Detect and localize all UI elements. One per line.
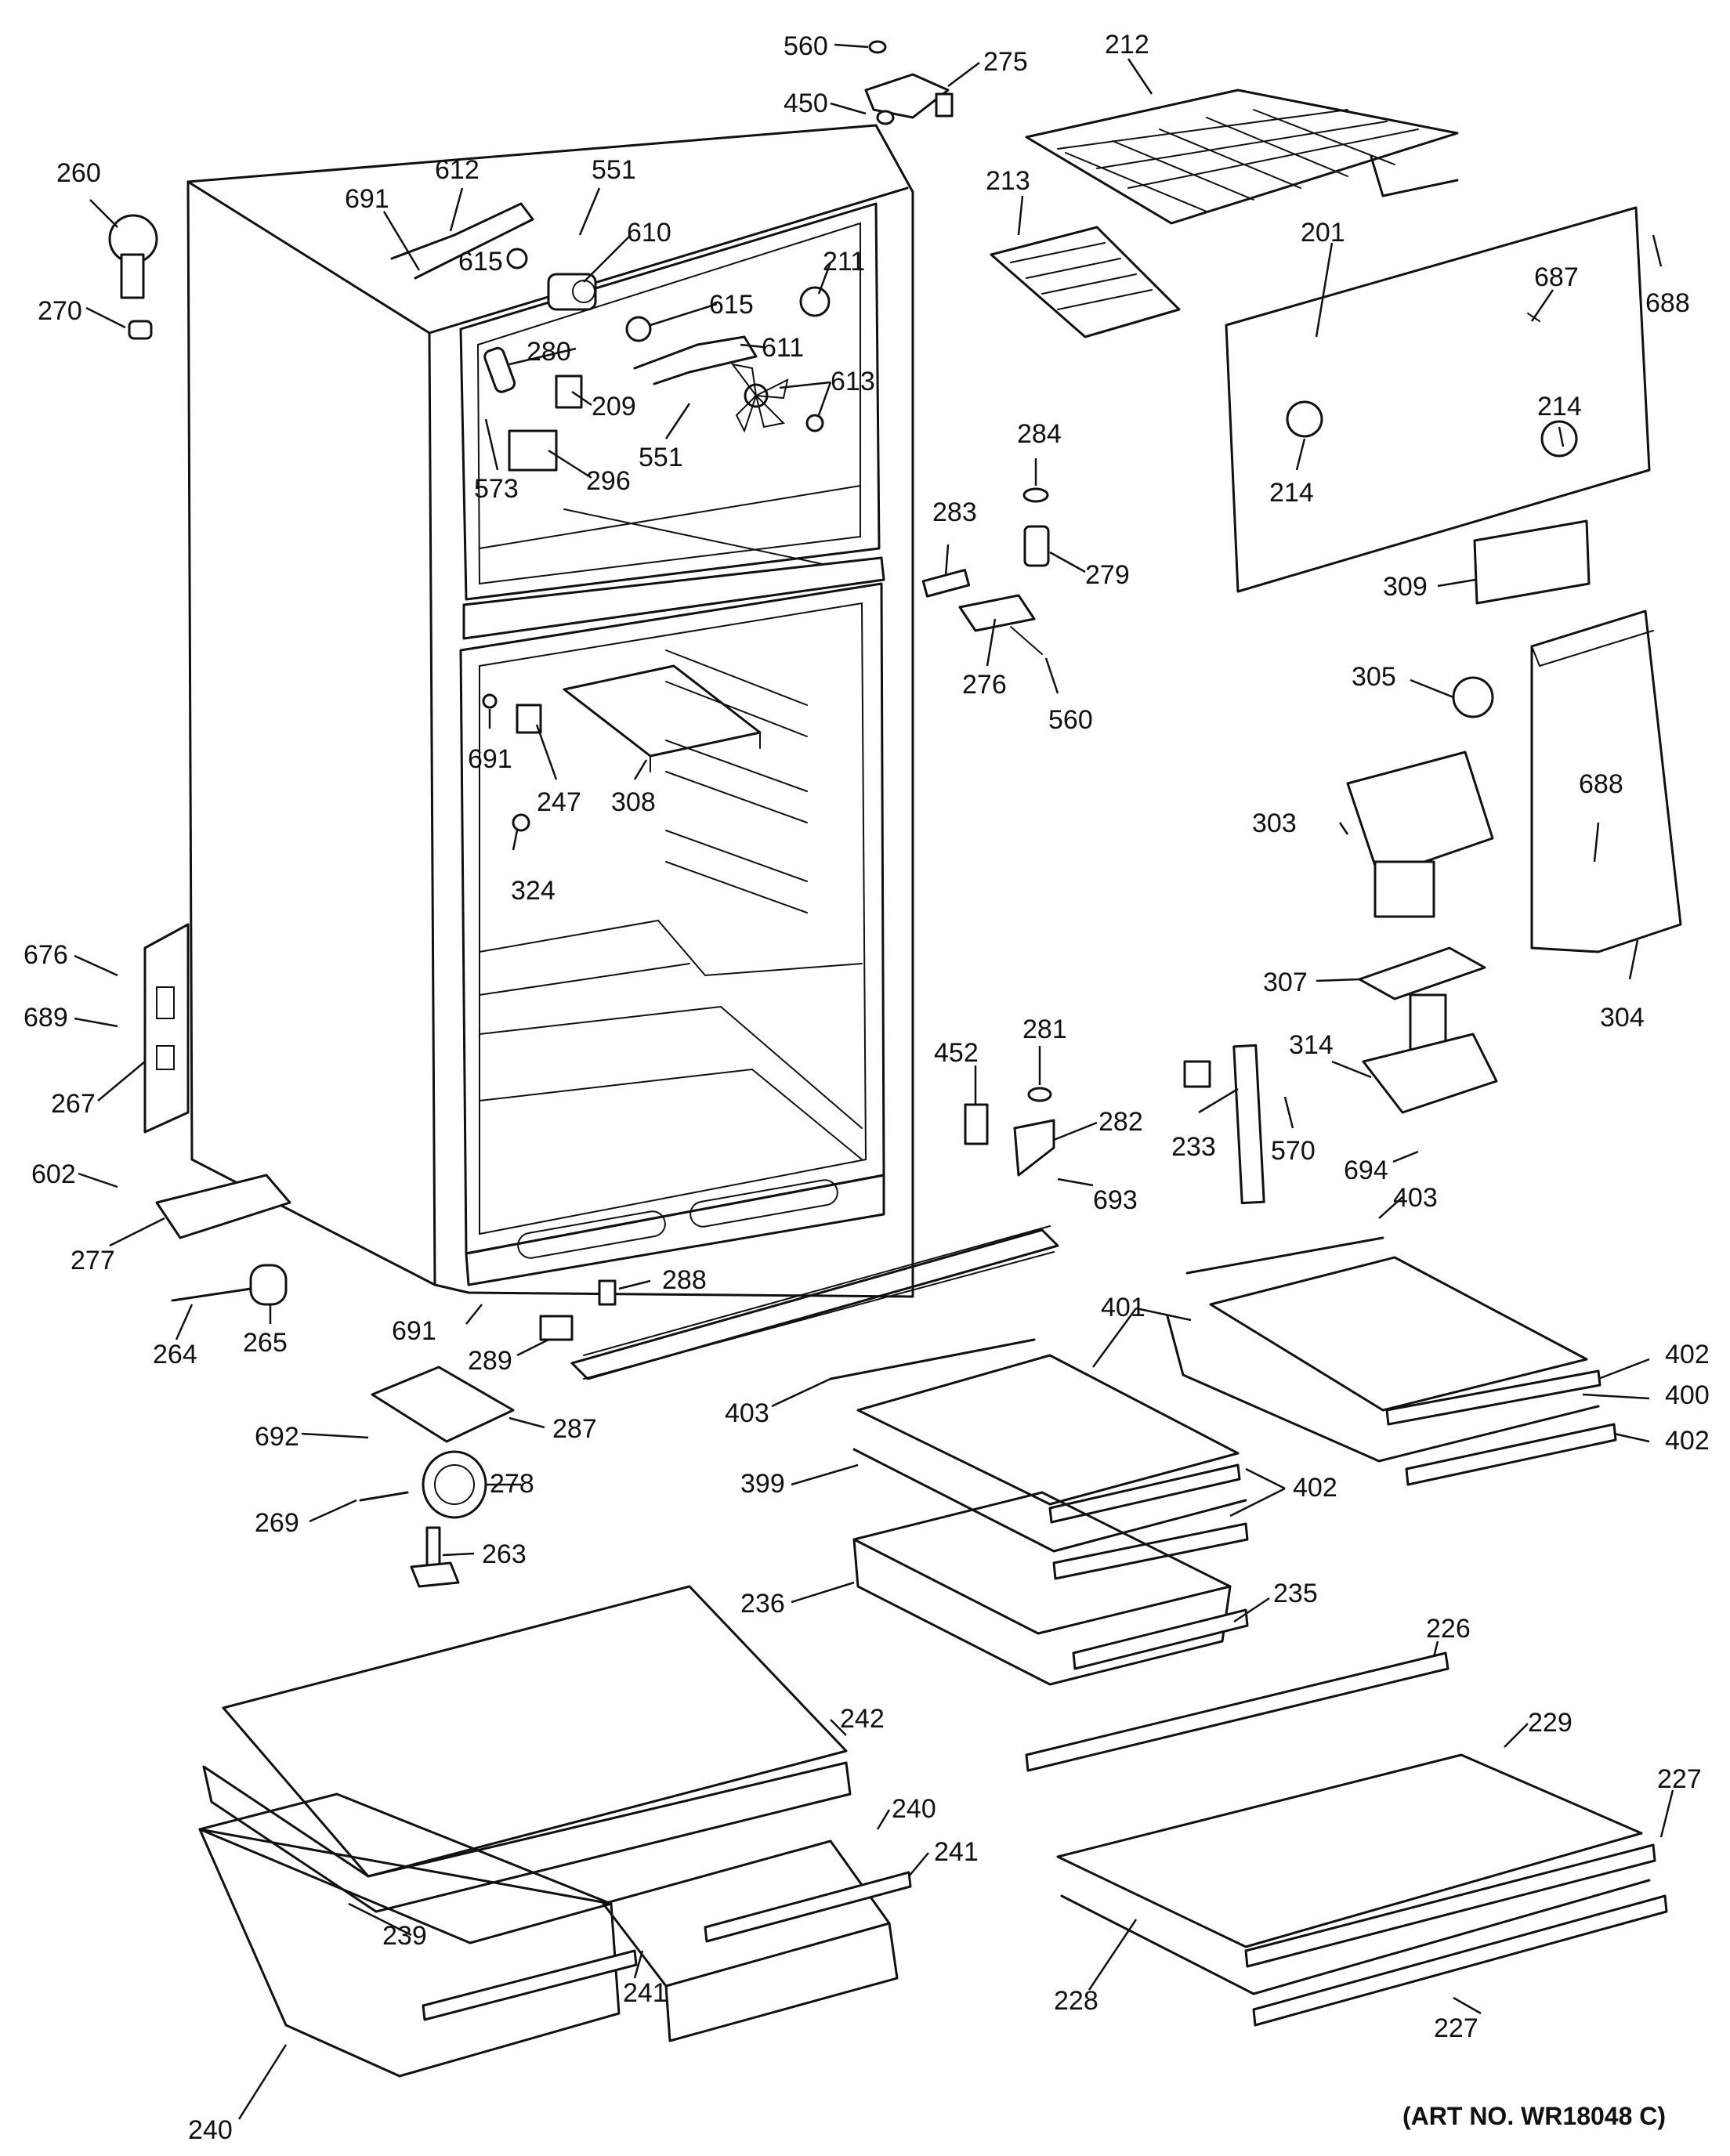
part-label: 307 [1263,968,1308,997]
part-label: 551 [639,443,683,472]
part-label: 309 [1383,572,1428,602]
part-label: 693 [1093,1185,1138,1215]
part-label: 241 [934,1837,979,1867]
part-label: 276 [962,670,1007,700]
part-label: 615 [709,290,754,320]
part-label: 239 [382,1921,427,1951]
part-label: 402 [1665,1340,1710,1369]
part-label: 687 [1534,262,1579,292]
part-label: 691 [345,184,389,214]
part-label: 573 [474,474,519,504]
cabinet-drawing [186,124,914,1298]
part-label: 689 [24,1003,68,1033]
part-label: 403 [1393,1183,1438,1213]
part-label: 265 [243,1328,288,1358]
part-label: 560 [784,31,828,61]
evaporator-cover-201 [1225,206,1651,593]
part-label: 324 [511,876,556,906]
part-label: 283 [932,497,977,527]
part-label: 264 [153,1340,197,1369]
part-label: 209 [592,392,636,421]
part-label: 402 [1293,1473,1337,1503]
part-label: 279 [1085,560,1130,590]
part-label: 236 [740,1589,785,1619]
part-label: 402 [1665,1426,1710,1456]
shelves-and-drawers [198,1225,1668,2078]
part-label: 247 [537,787,581,817]
art-number: (ART NO. WR18048 C) [1402,2102,1666,2130]
part-label: 269 [255,1508,299,1538]
part-label: 240 [188,2115,233,2145]
part-label: 611 [762,333,804,363]
part-label: 308 [611,787,656,817]
part-label: 615 [458,247,503,277]
part-label: 694 [1344,1156,1388,1185]
part-label: 282 [1098,1107,1143,1137]
part-label: 400 [1665,1380,1710,1410]
part-label: 399 [740,1469,785,1499]
part-label: 229 [1528,1708,1573,1738]
part-label: 314 [1289,1030,1334,1060]
part-label: 277 [71,1246,115,1275]
part-label: 214 [1269,478,1314,508]
small-hardware [108,202,1682,1588]
part-label: 305 [1352,662,1396,692]
part-label: 212 [1105,30,1149,60]
part-label: 241 [623,1978,668,2008]
part-label: 452 [934,1038,979,1068]
part-label: 692 [255,1422,299,1452]
part-label: 287 [552,1414,597,1444]
part-label: 227 [1434,2013,1478,2043]
part-label: 676 [24,940,68,970]
part-label: 226 [1426,1614,1471,1644]
part-label: 613 [831,367,875,396]
part-label: 688 [1645,288,1690,318]
part-label: 275 [983,47,1028,77]
part-label: 450 [784,89,828,118]
part-label: 263 [482,1539,527,1569]
part-label: 280 [527,337,571,367]
part-label: 688 [1579,769,1623,799]
leader-lines [74,43,1674,2120]
part-label: 304 [1600,1003,1645,1033]
part-label: 612 [435,155,480,185]
part-label: 240 [892,1794,936,1824]
part-label: 233 [1171,1132,1216,1162]
part-label: 570 [1271,1136,1316,1166]
part-label: 403 [725,1398,769,1428]
part-label: 260 [56,158,101,188]
part-label: 610 [627,218,671,248]
part-label: 228 [1054,1986,1098,2016]
part-label: 691 [468,744,512,774]
part-label: 211 [823,247,865,277]
part-label: 270 [38,296,82,326]
part-labels: 560 275 212 450 260 612 551 691 610 213 … [24,30,1710,2145]
part-label: 288 [662,1265,707,1295]
part-label: 551 [592,155,636,185]
part-label: 227 [1657,1764,1702,1794]
part-label: 560 [1048,705,1093,735]
freezer-shelf-212 [1025,89,1459,225]
part-label: 284 [1017,419,1062,449]
part-label: 213 [986,166,1030,196]
part-label: 289 [468,1346,512,1376]
part-label: 278 [490,1469,534,1499]
part-label: 691 [392,1316,436,1346]
hinge-parts [864,40,954,125]
part-label: 201 [1301,218,1345,248]
part-label: 303 [1252,808,1297,838]
part-label: 401 [1101,1293,1145,1322]
part-label: 281 [1022,1015,1067,1044]
part-label: 235 [1273,1579,1318,1608]
part-label: 242 [840,1704,885,1734]
part-label: 296 [586,466,631,496]
ice-tray-213 [990,226,1181,338]
part-label: 267 [51,1089,96,1119]
part-label: 602 [31,1159,76,1189]
part-label: 214 [1537,392,1582,421]
